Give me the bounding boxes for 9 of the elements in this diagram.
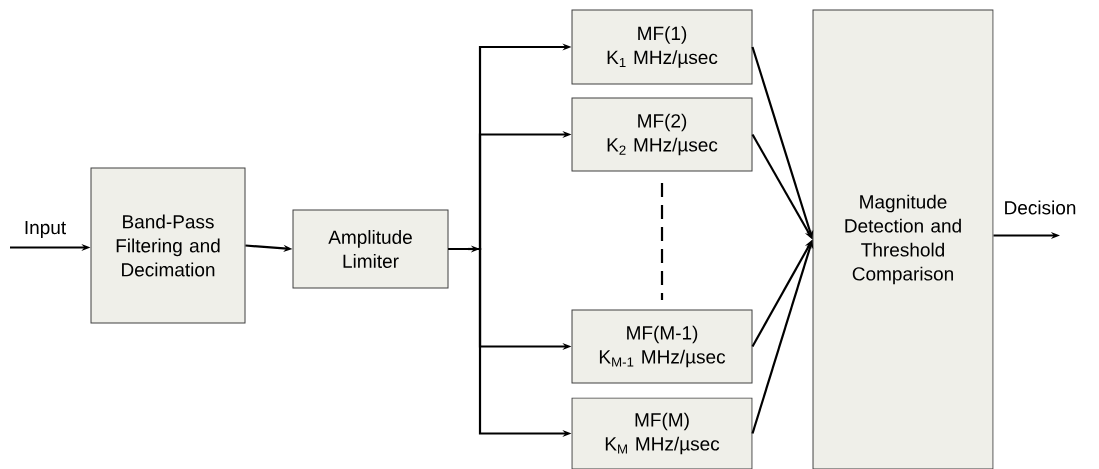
filter-box: MF(M) K$_{M}$ MHz/µsec <box>571 397 753 469</box>
process-box: Amplitude Limiter <box>292 209 449 289</box>
process-box: Magnitude Detection and Threshold Comparison <box>812 9 994 469</box>
filter-box: MF(1) K$_{1}$ MHz/µsec <box>571 9 753 85</box>
filter-box: MF(M-1) K$_{M-1}$ MHz/µsec <box>571 309 753 384</box>
filter-box: MF(2) K$_{2}$ MHz/µsec <box>571 97 753 172</box>
process-box: Band-Pass Filtering and Decimation <box>90 167 246 324</box>
edge-label: Input <box>25 221 66 238</box>
edge-label: Decision <box>1005 200 1076 215</box>
